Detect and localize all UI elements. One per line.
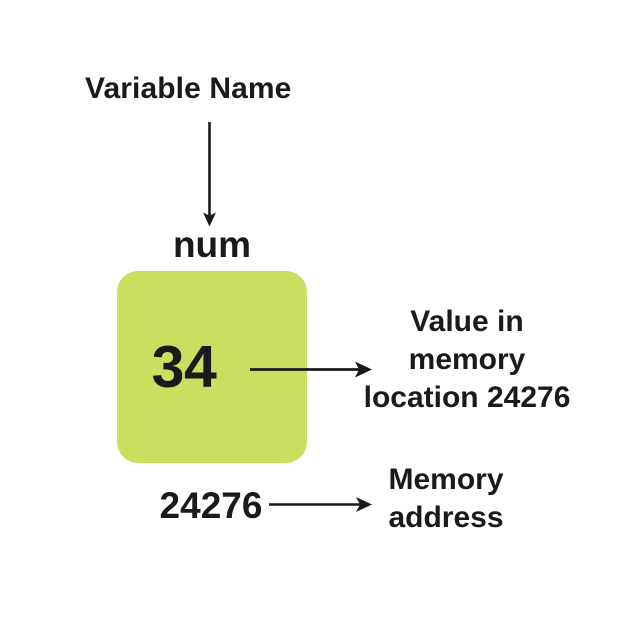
arrow-head bbox=[355, 361, 372, 378]
arrow-right-address-icon bbox=[269, 497, 372, 512]
address-annotation-text: Memory address bbox=[378, 461, 514, 537]
address-annotation-line-1: Memory bbox=[388, 463, 504, 496]
arrow-head bbox=[203, 212, 216, 227]
memory-address-value-label: 24276 bbox=[159, 485, 263, 526]
stored-value-label: 34 bbox=[151, 334, 217, 400]
arrow-down-variable-name-icon bbox=[203, 122, 216, 227]
variable-identifier-label: num bbox=[172, 224, 252, 265]
value-annotation-line-1: Value in bbox=[410, 305, 524, 338]
address-annotation-line-2: address bbox=[388, 501, 504, 534]
value-annotation-line-2: memory bbox=[408, 343, 526, 376]
arrow-right-value-icon bbox=[250, 361, 372, 378]
variable-name-label: Variable Name bbox=[85, 72, 292, 105]
value-annotation-text: Value in memory location 24276 bbox=[357, 303, 577, 417]
arrow-head bbox=[356, 497, 372, 512]
value-annotation-line-3: location 24276 bbox=[363, 381, 571, 414]
memory-cell-box bbox=[117, 271, 307, 463]
